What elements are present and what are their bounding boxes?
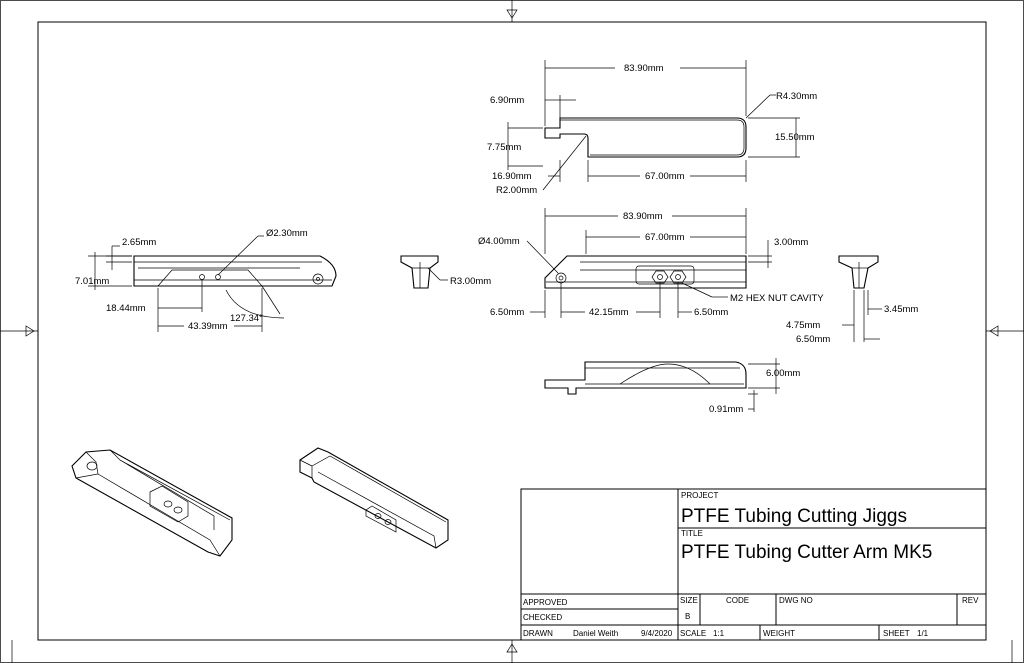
size-label: SIZE: [680, 596, 698, 605]
dim-front-hole: Ø4.00mm: [478, 236, 520, 247]
dim-bottom-span: 43.39mm: [188, 321, 228, 332]
project-name: PTFE Tubing Cutting Jiggs: [681, 506, 907, 527]
drawn-by: Daniel Weith: [573, 629, 618, 638]
scale-value: 1:1: [713, 629, 725, 638]
side-view: 6.00mm 0.91mm: [544, 358, 800, 415]
rev-label: REV: [962, 596, 979, 605]
dim-front-right-offset: 6.50mm: [694, 307, 728, 318]
dim-front-inner: 67.00mm: [645, 232, 685, 243]
dim-bottom-rail: 2.65mm: [122, 237, 156, 248]
dwg-no-label: DWG NO: [779, 596, 813, 605]
weight-label: WEIGHT: [763, 629, 795, 638]
dim-front-overall: 83.90mm: [623, 211, 663, 222]
sheet-label: SHEET: [883, 629, 910, 638]
dim-top-height: 15.50mm: [775, 132, 815, 143]
dim-front-depth: 3.00mm: [774, 237, 808, 248]
end-view-left: R3.00mm: [400, 255, 491, 289]
dim-end-radius: R3.00mm: [450, 276, 491, 287]
drawn-date: 9/4/2020: [641, 629, 673, 638]
project-label: PROJECT: [681, 491, 718, 500]
drawing-title: PTFE Tubing Cutter Arm MK5: [681, 542, 932, 563]
dim-front-nut-note: M2 HEX NUT CAVITY: [730, 293, 824, 304]
dim-top-overall: 83.90mm: [624, 63, 664, 74]
dim-bottom-left: 18.44mm: [106, 303, 146, 314]
end-view-right: 3.45mm 4.75mm 6.50mm: [786, 255, 918, 345]
sheet-value: 1/1: [917, 629, 929, 638]
front-view: 83.90mm 67.00mm Ø4.00mm 3.00mm 6.50mm 42…: [478, 208, 824, 318]
isometric-view-2: [299, 447, 449, 549]
isometric-view-1: [71, 449, 233, 557]
dim-front-left-margin: 6.50mm: [490, 307, 524, 318]
dim-side-height: 6.00mm: [766, 368, 800, 379]
dim-bottom-height: 7.01mm: [75, 276, 109, 287]
top-view: 83.90mm 6.90mm R4.30mm 15.50mm 7.75mm 16…: [487, 60, 817, 196]
scale-label: SCALE: [680, 629, 706, 638]
dim-bottom-angle: 127.34°: [230, 313, 263, 324]
dim-top-corner-radius: R4.30mm: [776, 91, 817, 102]
approved-label: APPROVED: [523, 598, 568, 607]
dim-end-right-b: 6.50mm: [796, 334, 830, 345]
checked-label: CHECKED: [523, 613, 562, 622]
dim-bottom-pin-hole: Ø2.30mm: [266, 228, 308, 239]
dim-front-offset: 42.15mm: [589, 307, 629, 318]
dim-end-right-width: 3.45mm: [884, 304, 918, 315]
dim-top-step: 16.90mm: [492, 171, 532, 182]
dim-top-tab-height: 7.75mm: [487, 142, 521, 153]
size-value: B: [685, 612, 690, 621]
title-label: TITLE: [681, 529, 703, 538]
title-block: PROJECT PTFE Tubing Cutting Jiggs TITLE …: [520, 488, 987, 641]
dim-top-length: 67.00mm: [645, 171, 685, 182]
dim-top-fillet: R2.00mm: [496, 185, 537, 196]
bottom-view: 2.65mm 7.01mm Ø2.30mm 18.44mm 43.39mm 12…: [75, 228, 337, 332]
drawn-label: DRAWN: [523, 629, 553, 638]
dim-top-tab-width: 6.90mm: [490, 95, 524, 106]
code-label: CODE: [726, 596, 749, 605]
dim-end-right-a: 4.75mm: [786, 320, 820, 331]
dim-side-lip: 0.91mm: [709, 404, 743, 415]
